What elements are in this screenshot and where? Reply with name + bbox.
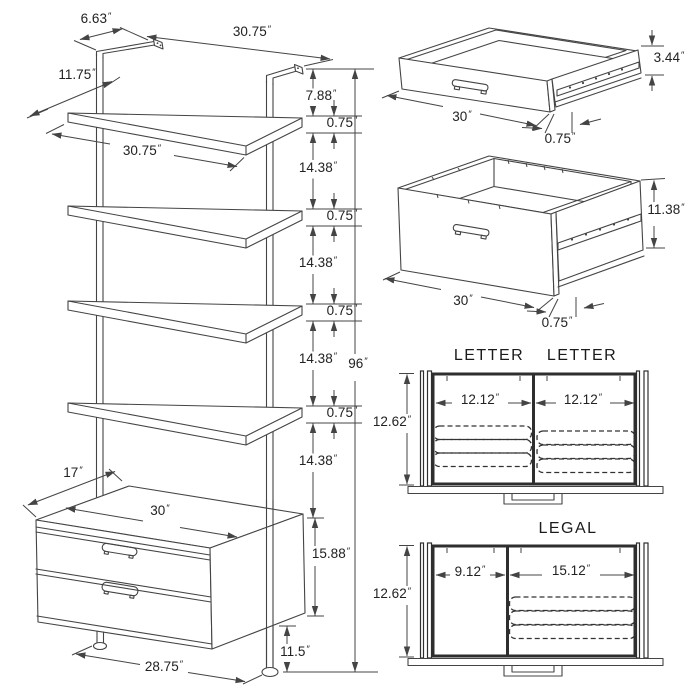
shelf <box>67 300 303 344</box>
bookshelf-dimensions <box>22 27 378 685</box>
dim-ground-clearance: 11.5″ <box>280 643 310 659</box>
dim-cabinet-depth: 17″ <box>63 464 83 480</box>
dim-cabinet-height: 15.88″ <box>311 545 351 561</box>
dim-bracket-depth: 6.63″ <box>80 10 112 26</box>
dim-shelf-spacing-2: 14.38″ <box>298 254 338 270</box>
dim-legal-right-width: 15.12″ <box>551 562 591 578</box>
drawer-handle <box>101 581 139 599</box>
drawer-handle <box>452 223 490 240</box>
legal-layout-drawing <box>399 542 664 677</box>
dim-legal-left-width: 9.12″ <box>454 563 486 579</box>
dim-file-drawer-height: 11.38″ <box>647 201 685 217</box>
dim-letter-left-width: 12.12″ <box>460 391 500 407</box>
dim-shelf-spacing-3: 14.38″ <box>298 350 338 366</box>
cabinet <box>35 485 306 650</box>
drawer-handle <box>451 79 489 95</box>
dim-cabinet-width: 30″ <box>150 502 170 518</box>
dim-shelf-spacing-1: 14.38″ <box>298 159 338 175</box>
dim-file-drawer-width: 30″ <box>453 292 473 308</box>
dim-shelf-thickness-3: 0.75″ <box>326 302 358 318</box>
bookshelf-drawing <box>35 38 306 678</box>
shelf <box>67 112 303 156</box>
shelf <box>67 205 303 249</box>
dim-top-gap: 7.88″ <box>305 87 337 103</box>
file-drawer-drawing <box>382 155 666 318</box>
shelf <box>67 402 303 446</box>
drawer-handle <box>101 542 138 559</box>
legal-title: LEGAL <box>538 520 598 537</box>
letter-layout-drawing <box>399 370 664 505</box>
dim-shelf-thickness-1: 0.75″ <box>326 114 358 130</box>
dim-top-width: 30.75″ <box>232 23 272 39</box>
letter-title-right: LETTER <box>546 347 618 364</box>
top-drawer-drawing <box>381 27 664 134</box>
dim-top-drawer-front: 0.75″ <box>544 130 576 146</box>
dim-shelf-depth: 11.75″ <box>58 66 96 82</box>
dim-shelf-thickness-4: 0.75″ <box>326 404 358 420</box>
dim-letter-depth: 12.62″ <box>372 413 412 429</box>
dim-shelf-spacing-4: 14.38″ <box>298 452 338 468</box>
dim-base-width: 28.75″ <box>144 658 184 674</box>
dim-top-drawer-height: 3.44″ <box>653 49 685 65</box>
dim-shelf-length: 30.75″ <box>122 142 162 158</box>
dim-top-drawer-width: 30″ <box>452 108 472 124</box>
dim-overall-height: 96″ <box>348 355 368 371</box>
dim-letter-right-width: 12.12″ <box>563 391 603 407</box>
dim-shelf-thickness-2: 0.75″ <box>326 207 358 223</box>
letter-title-left: LETTER <box>453 347 525 364</box>
dim-file-drawer-front: 0.75″ <box>541 314 573 330</box>
dim-legal-depth: 12.62″ <box>372 585 412 601</box>
